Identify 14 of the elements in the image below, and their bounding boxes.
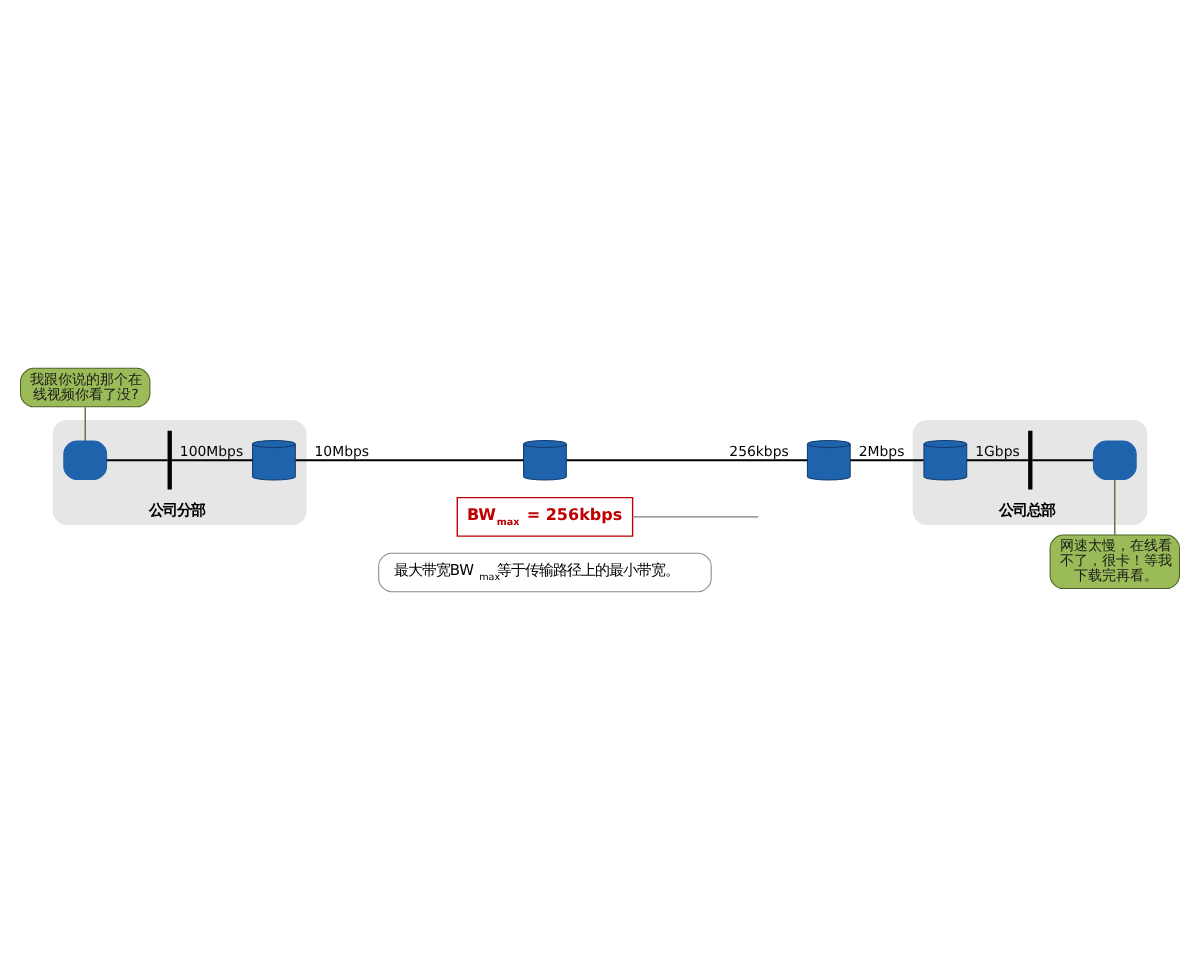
connector [1031,459,1095,462]
connector [965,459,1030,462]
connector [84,406,86,442]
connector [632,516,759,518]
node-bar [1028,430,1033,490]
connector [170,459,254,462]
connector [105,459,169,462]
node-box [63,440,108,480]
connector [849,459,925,462]
node-box [1092,440,1137,480]
node-bar [167,430,172,490]
connector [1114,479,1116,536]
connector [565,459,809,462]
connector [294,459,525,462]
